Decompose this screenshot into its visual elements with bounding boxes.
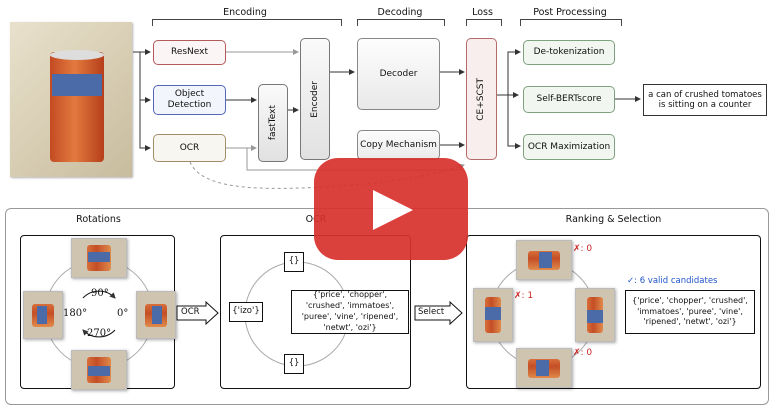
loss-label: CE+SCST [476,77,487,121]
ocr-result-right: {'price', 'chopper', 'crushed', 'immatoe… [291,290,409,334]
angle-180: 180° [63,308,88,319]
play-icon [373,190,413,230]
ranking-thumb-right [575,288,615,342]
ocr-maximization-box: OCR Maximization [523,134,615,160]
input-image [10,22,132,177]
decoding-bracket [357,19,445,26]
rotations-title: Rotations [76,214,121,225]
ocr-result-left: {'izo'} [229,302,263,322]
ocr-arrow-label: OCR [181,307,200,317]
decoder-box: Decoder [357,38,440,110]
score-bottom: ✗: 0 [573,348,593,358]
rotation-thumb-left [23,291,63,339]
can-label [52,74,102,96]
rotation-thumb-top [71,238,127,278]
self-bertscore-box: Self-BERTscore [523,86,615,113]
ranking-thumb-bottom [516,348,572,388]
output-caption: a can of crushed tomatoes is sitting on … [643,84,767,116]
video-play-button[interactable] [314,158,468,260]
ocr-input-box: OCR [153,134,226,162]
encoder-label: Encoder [309,80,320,118]
tomato-can-illustration [50,52,104,162]
angle-0: 0° [117,308,129,319]
ocr-result-bottom: {} [284,354,304,374]
loss-bracket [466,19,502,26]
ranking-thumb-left [473,288,513,342]
ocr-result-top: {} [284,252,304,272]
encoder-box: Encoder [300,38,330,160]
post-processing-bracket [520,19,622,26]
fasttext-box: fastText [258,84,288,162]
post-processing-title: Post Processing [533,7,607,18]
decoding-title: Decoding [377,7,423,18]
encoding-bracket [152,19,342,26]
loss-title: Loss [472,7,493,18]
score-top: ✗: 0 [573,244,593,254]
resnext-box: ResNext [153,40,226,65]
score-left: ✗: 1 [514,291,534,301]
fasttext-label: fastText [267,105,278,141]
ocr-arrow-shape [176,301,219,325]
loss-box: CE+SCST [466,38,497,160]
encoding-title: Encoding [223,7,267,18]
ranking-thumb-top [516,240,572,280]
angle-90: 90° [91,288,109,299]
detokenization-box: De-tokenization [523,40,615,65]
object-detection-box: Object Detection [153,85,226,115]
ocr-results-panel: {} {'izo'} {'price', 'chopper', 'crushed… [220,235,411,389]
copy-mechanism-box: Copy Mechanism [357,130,440,160]
ranking-panel: ✗: 0 ✗: 1 ✗: 0 ✓: 6 valid candidates {'p… [466,235,761,389]
rotation-thumb-right [136,291,176,339]
ranking-title: Ranking & Selection [565,214,662,225]
select-arrow-shape [414,301,463,325]
selected-words-box: {'price', 'chopper', 'crushed', 'immatoe… [625,290,755,334]
rotation-thumb-bottom [71,350,127,390]
rotations-panel: 90° 0° 180° 270° [20,235,176,390]
can-lid [50,50,104,60]
select-arrow-label: Select [418,307,445,317]
ocr-rotation-panel: Rotations OCR Ranking & Selection 90° 0°… [5,208,769,405]
angle-270: 270° [87,328,112,339]
valid-candidates-label: ✓: 6 valid candidates [627,276,718,286]
